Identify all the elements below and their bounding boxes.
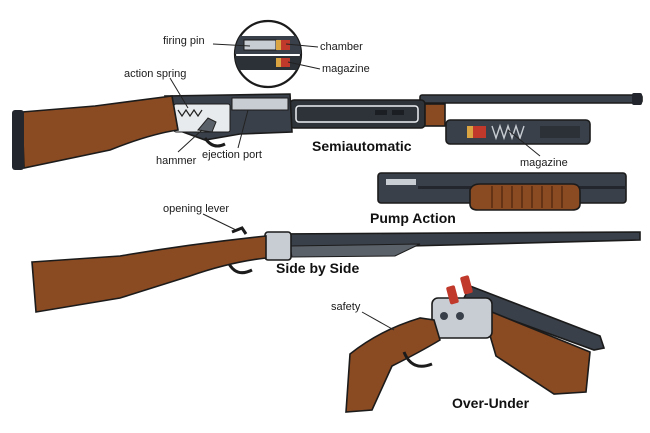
ou-shell-2: [460, 275, 473, 295]
semiauto-barrel: [419, 94, 643, 104]
magazine-spring-icon: [491, 123, 525, 141]
part-labels: firing pin chamber magazine action sprin…: [124, 35, 568, 313]
sbs-stock: [31, 235, 267, 313]
leader-lines: [169, 43, 541, 331]
label-magazine-pump: magazine: [520, 157, 568, 169]
semiauto-forend-cap: [424, 103, 446, 127]
pump-ejection-port: [386, 179, 416, 185]
title-side-by-side: Side by Side: [276, 260, 359, 276]
title-semiautomatic: Semiautomatic: [312, 138, 412, 154]
ou-stock: [345, 317, 441, 413]
semiauto-ejection-port: [231, 97, 289, 111]
over-under-shotgun: [345, 275, 606, 413]
sbs-rib: [289, 243, 421, 258]
firing-pin-part: [243, 39, 277, 51]
label-opening-lever: opening lever: [163, 203, 229, 215]
semiautomatic-shotgun: [12, 93, 643, 170]
sbs-receiver: [264, 231, 292, 261]
label-action-spring: action spring: [124, 68, 186, 80]
action-spring-icon: [177, 108, 203, 118]
label-safety: safety: [331, 301, 361, 313]
semiauto-forend: [289, 99, 426, 129]
chamber-inset: [233, 19, 303, 89]
label-magazine-top: magazine: [322, 63, 370, 75]
pump-action-shotgun: [377, 172, 627, 211]
title-pump-action: Pump Action: [370, 210, 456, 226]
magazine-shell-icon: [280, 58, 290, 67]
label-ejection-port: ejection port: [202, 149, 262, 161]
side-by-side-shotgun: [31, 226, 641, 313]
semiauto-trigger-guard: [203, 137, 226, 148]
label-firing-pin: firing pin: [163, 35, 205, 47]
semiauto-buttpad: [12, 110, 24, 170]
magazine-tube-inset: [445, 119, 591, 145]
pump-forend: [469, 183, 581, 211]
semiauto-magazine-outline: [295, 105, 419, 123]
label-chamber: chamber: [320, 41, 363, 53]
title-over-under: Over-Under: [452, 395, 530, 411]
label-hammer: hammer: [156, 155, 197, 167]
ou-shells: [446, 275, 473, 305]
semiauto-stock: [21, 95, 179, 169]
ou-trigger-guard: [402, 351, 433, 368]
semiauto-muzzle: [632, 93, 642, 105]
opening-lever-part: [231, 226, 248, 235]
gun-titles: Semiautomatic Pump Action Side by Side O…: [276, 138, 530, 411]
hammer-icon: [197, 117, 217, 133]
ou-forend: [480, 306, 591, 395]
magazine-shell: [472, 126, 486, 138]
chamber-shell-icon: [280, 40, 290, 50]
ou-shell-1: [446, 285, 459, 305]
